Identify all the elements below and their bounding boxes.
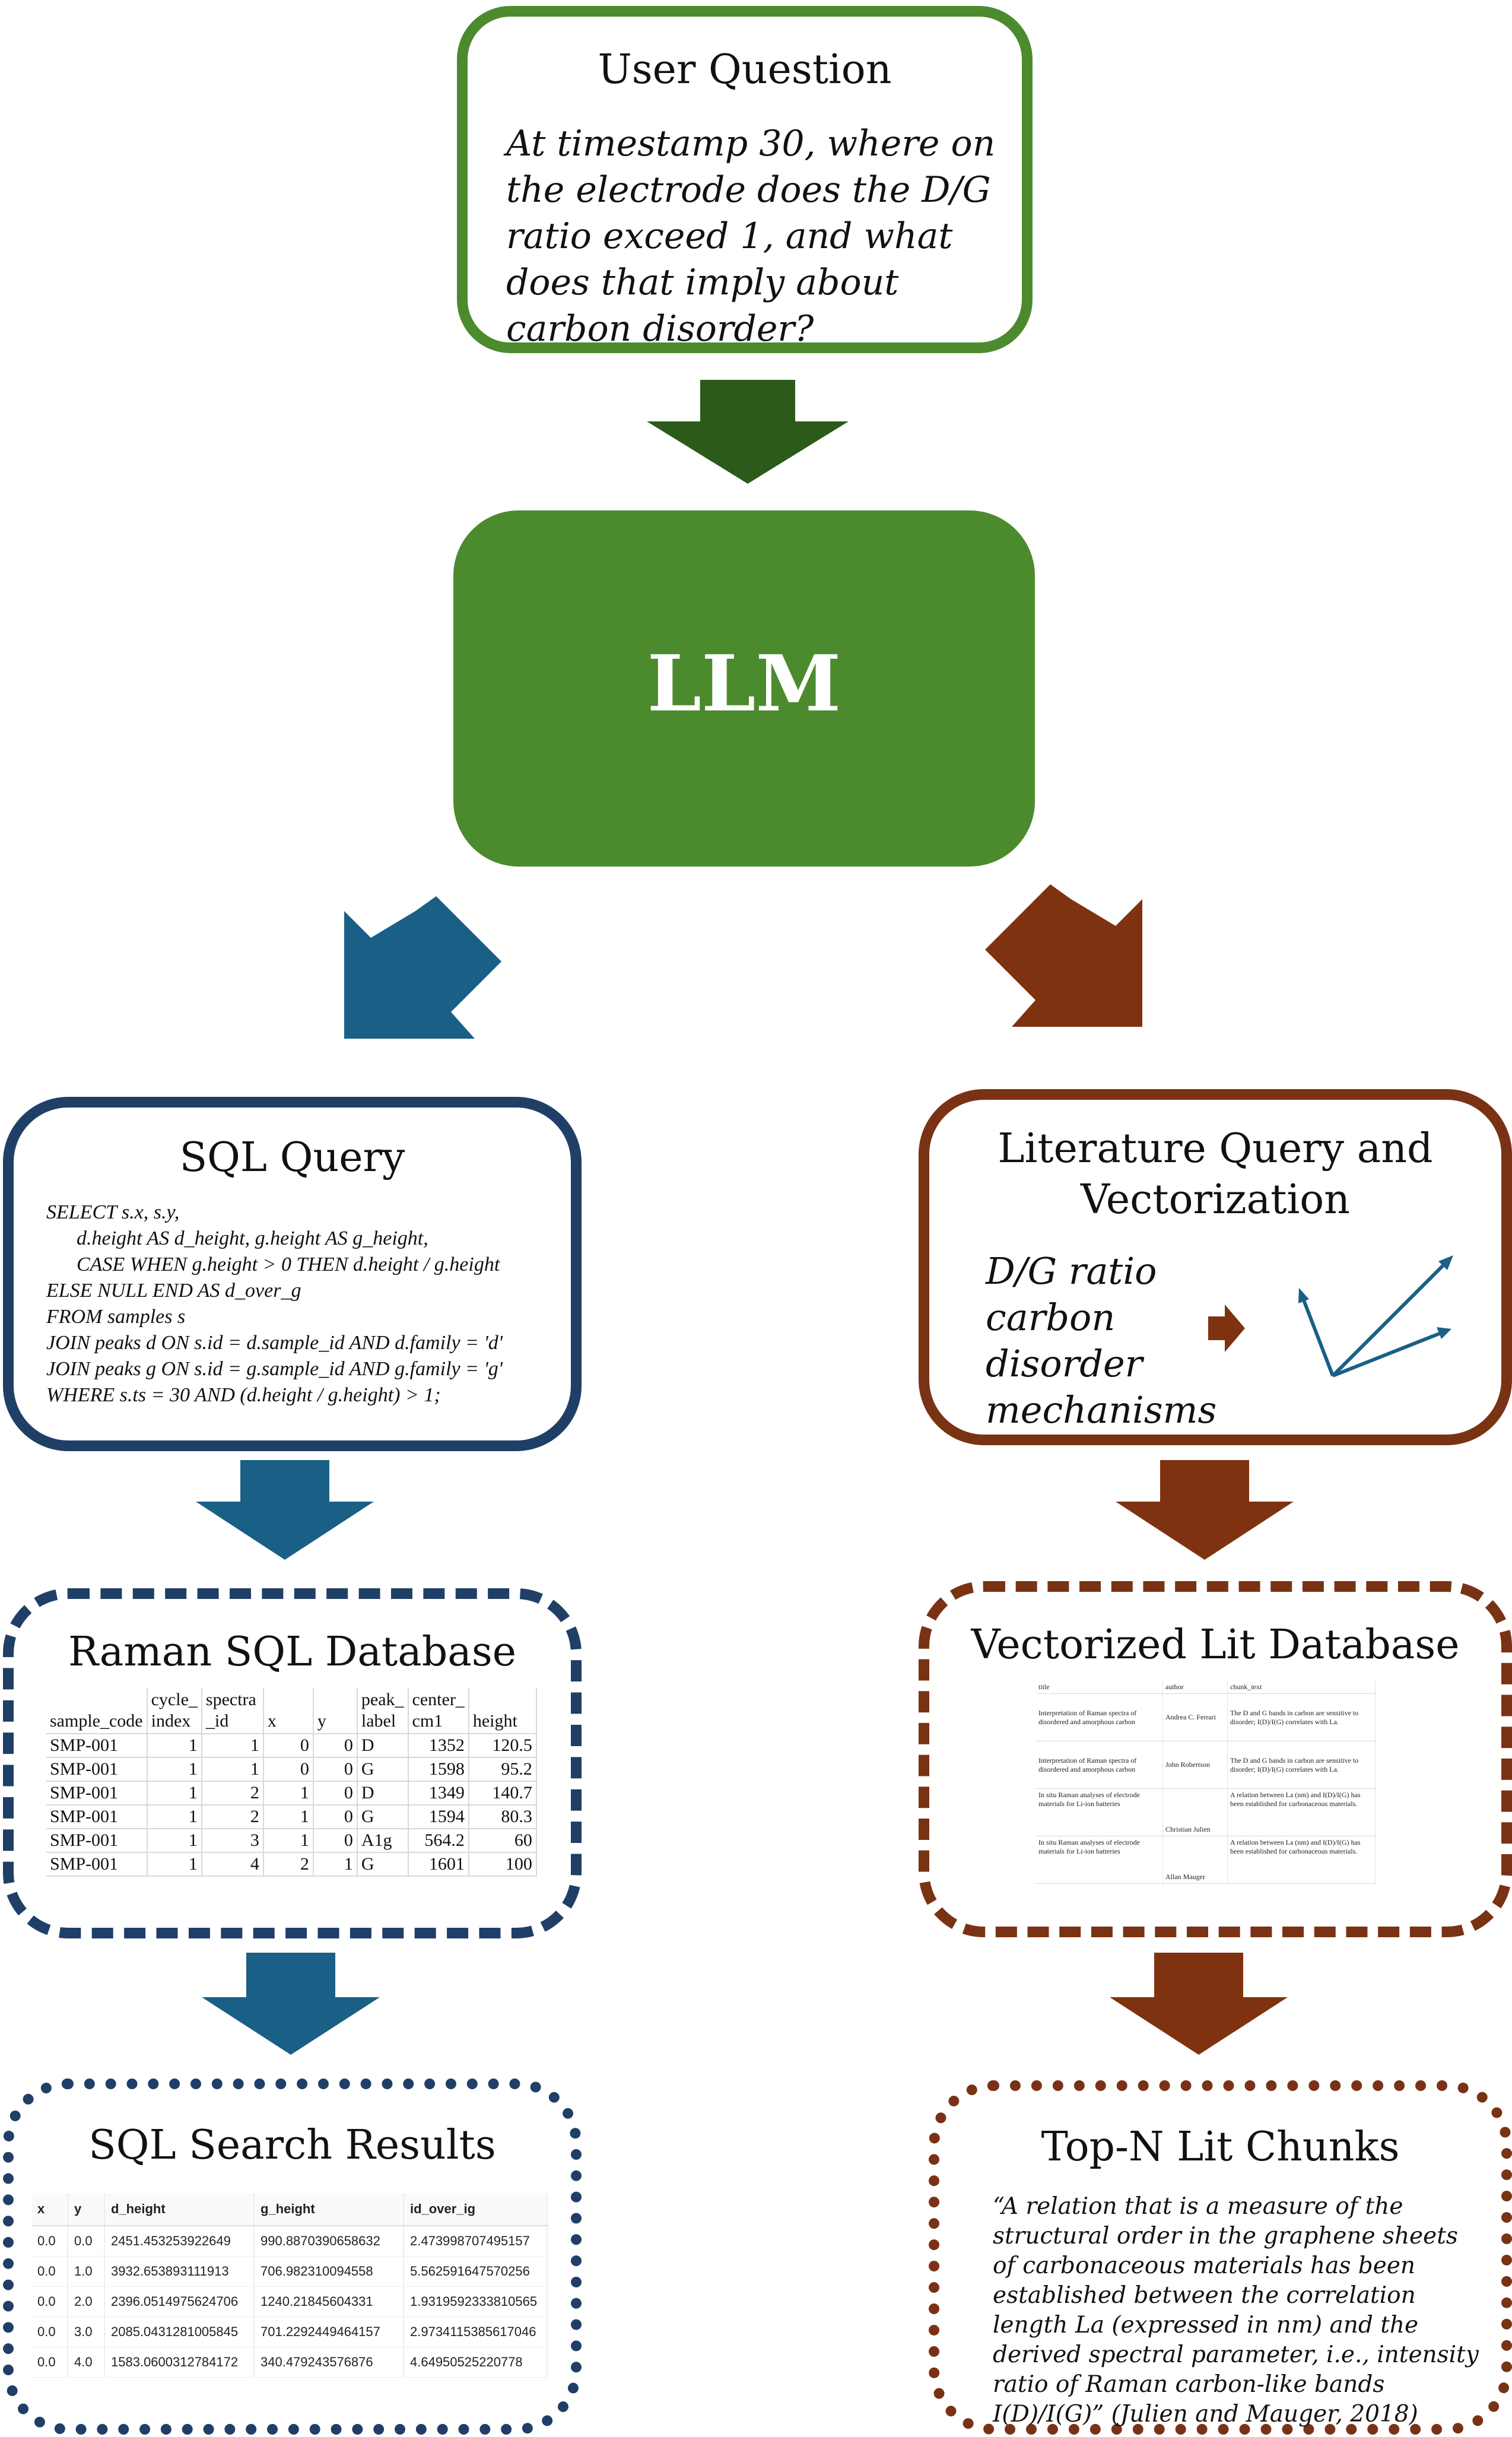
- literature-query-title: Literature Query and Vectorization: [929, 1124, 1501, 1226]
- top-n-quote: “A relation that is a measure of the str…: [993, 2193, 1479, 2428]
- llm-label: LLM: [647, 638, 841, 729]
- vector-embedding-icon: [1298, 1255, 1453, 1378]
- raman-db-table-wrap: sample_code cycle_index spectra_id x y p…: [46, 1688, 537, 1877]
- sql-search-results-box: SQL Search Results x y d_height g_height…: [3, 2079, 582, 2435]
- term-item: D/G ratio: [986, 1249, 1157, 1293]
- arrow-vector-db-to-topn: [1110, 1953, 1288, 2055]
- table-header-row: title author chunk_text: [1036, 1681, 1376, 1694]
- raman-db-table: sample_code cycle_index spectra_id x y p…: [46, 1688, 537, 1877]
- vector-db-title: Vectorized Lit Database: [971, 1622, 1460, 1668]
- term-item: mechanisms: [986, 1388, 1217, 1432]
- literature-query-box: Literature Query and Vectorization D/G r…: [919, 1089, 1512, 1445]
- arrow-llm-to-literature: [985, 884, 1142, 1027]
- sql-query-code: SELECT s.x, s.y, d.height AS d_height, g…: [46, 1201, 503, 1406]
- vector-db-table: title author chunk_text Interpretation o…: [1036, 1681, 1376, 1884]
- column-header: x: [263, 1688, 314, 1734]
- table-row: In situ Raman analyses of electrode mate…: [1036, 1788, 1376, 1836]
- vectorized-lit-database-box: Vectorized Lit Database title author chu…: [919, 1581, 1512, 1937]
- column-header: chunk_text: [1227, 1681, 1376, 1694]
- top-n-lit-chunks-box: Top-N Lit Chunks “A relation that is a m…: [929, 2080, 1512, 2435]
- table-row: Interpretation of Raman spectra of disor…: [1036, 1693, 1376, 1741]
- literature-query-title-line1: Literature Query and: [998, 1125, 1433, 1172]
- column-header: id_over_ig: [404, 2193, 548, 2226]
- literature-query-title-line2: Vectorization: [1081, 1176, 1350, 1223]
- raman-sql-database-box: Raman SQL Database sample_code cycle_ind…: [3, 1588, 582, 1938]
- column-header: center_cm1: [408, 1688, 469, 1734]
- column-header: y: [313, 1688, 358, 1734]
- column-header: g_height: [254, 2193, 404, 2226]
- sql-query-box: SQL Query SELECT s.x, s.y, d.height AS d…: [3, 1097, 582, 1451]
- column-header: x: [31, 2193, 68, 2226]
- column-header: cycle_index: [147, 1688, 202, 1734]
- column-header: sample_code: [46, 1688, 148, 1734]
- llm-box: LLM: [453, 510, 1035, 867]
- term-item: disorder: [986, 1342, 1143, 1385]
- column-header: y: [68, 2193, 105, 2226]
- small-arrow-right-icon: [1208, 1305, 1245, 1352]
- sql-results-title: SQL Search Results: [88, 2122, 496, 2169]
- top-n-title: Top-N Lit Chunks: [1041, 2124, 1400, 2171]
- arrow-literature-to-vector-db: [1116, 1460, 1294, 1560]
- table-row: Interpretation of Raman spectra of disor…: [1036, 1741, 1376, 1789]
- column-header: spectra_id: [201, 1688, 264, 1734]
- column-header: title: [1036, 1681, 1163, 1694]
- arrow-shape: [647, 380, 849, 484]
- arrow-down-to-llm: [647, 380, 849, 484]
- user-question-title: User Question: [598, 46, 892, 93]
- arrow-shape: [985, 884, 1142, 1027]
- user-question-text: At timestamp 30, where on the electrode …: [506, 123, 996, 350]
- term-item: carbon: [986, 1296, 1116, 1339]
- table-row: In situ Raman analyses of electrode mate…: [1036, 1836, 1376, 1884]
- column-header: peak_label: [357, 1688, 409, 1734]
- table-header-row: sample_code cycle_index spectra_id x y p…: [46, 1688, 537, 1734]
- column-header: d_height: [104, 2193, 255, 2226]
- raman-db-title: Raman SQL Database: [68, 1629, 516, 1676]
- column-header: author: [1162, 1681, 1228, 1694]
- arrow-raman-db-to-results: [202, 1953, 380, 2055]
- user-question-box: User Question At timestamp 30, where on …: [457, 6, 1033, 353]
- sql-query-title: SQL Query: [179, 1134, 405, 1181]
- arrow-shape: [344, 896, 501, 1039]
- table-header-row: x y d_height g_height id_over_ig: [31, 2193, 548, 2226]
- column-header: height: [468, 1688, 537, 1734]
- arrow-llm-to-sql: [344, 896, 501, 1039]
- vector-db-table-wrap: title author chunk_text Interpretation o…: [1036, 1681, 1376, 1884]
- arrow-sql-to-raman-db: [196, 1460, 374, 1560]
- literature-query-terms: D/G ratio carbon disorder mechanisms: [986, 1248, 1216, 1433]
